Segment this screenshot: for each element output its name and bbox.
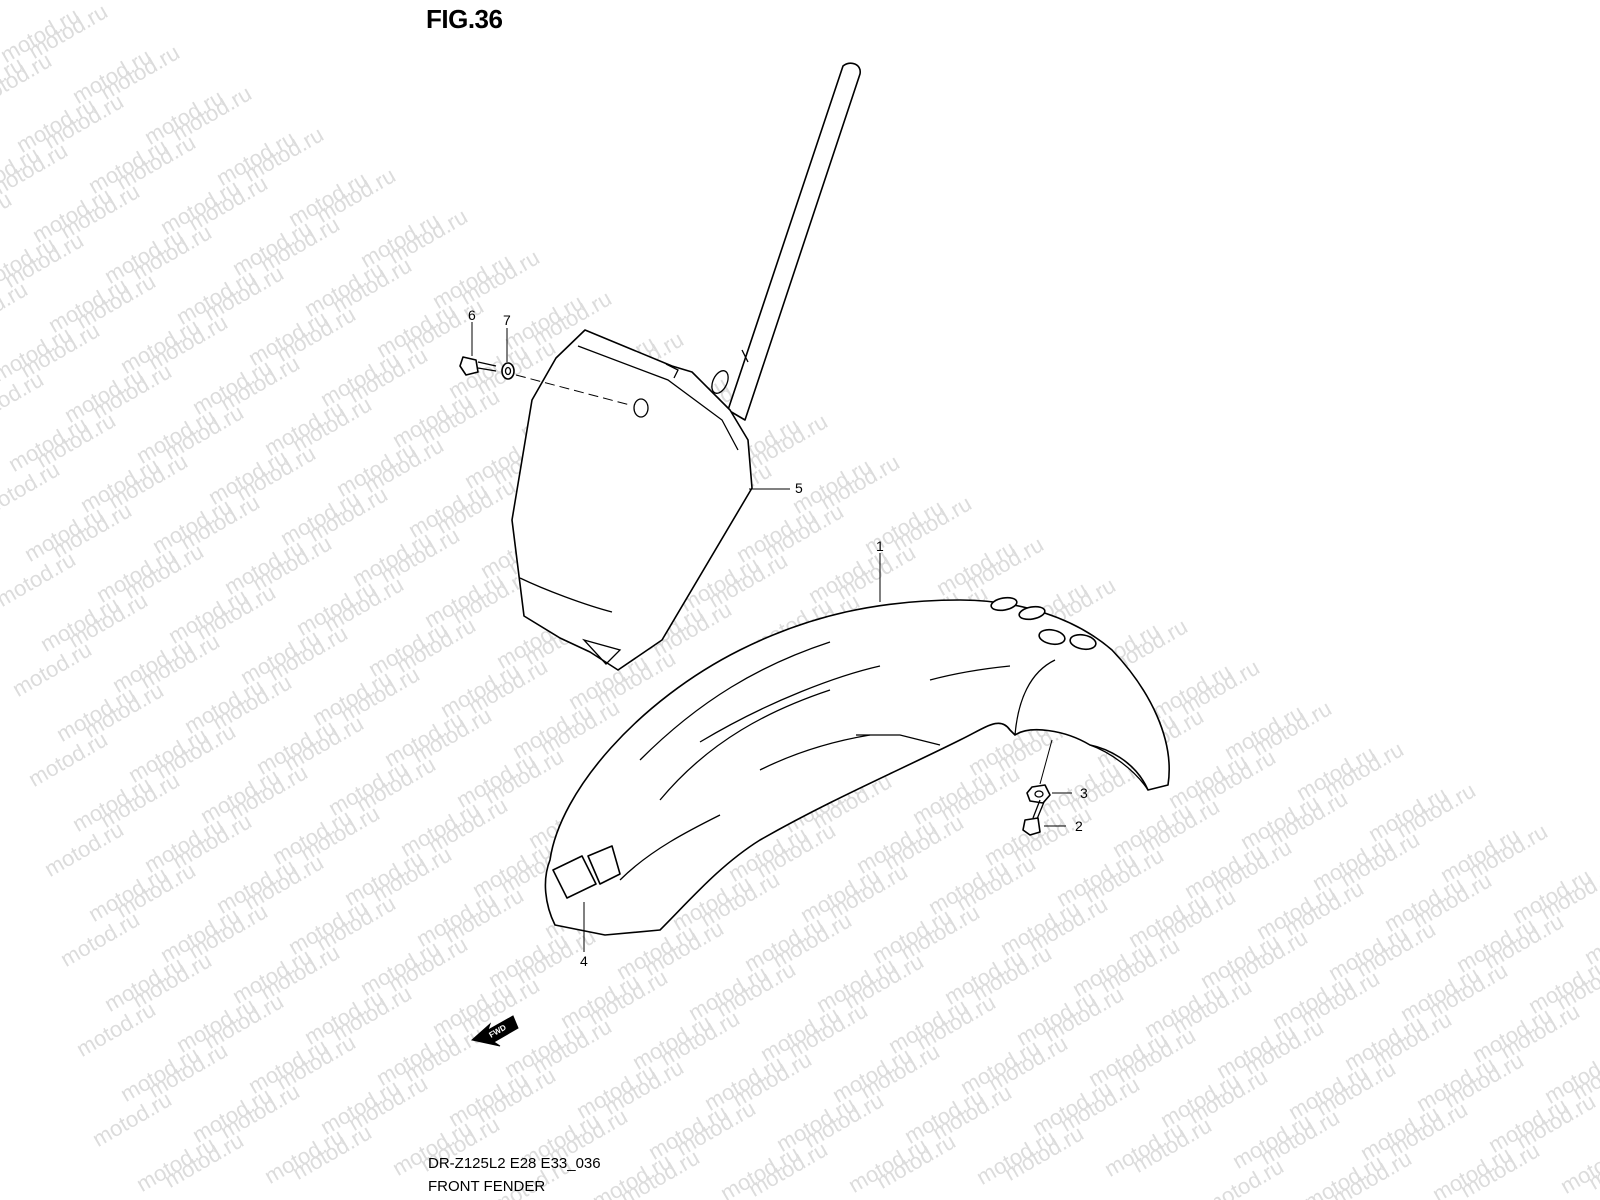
- callout-4: 4: [580, 953, 588, 969]
- front-fender: [544, 596, 1170, 952]
- callout-1: 1: [876, 538, 884, 554]
- fwd-arrow-icon: FWD: [470, 1015, 519, 1047]
- figure-code: DR-Z125L2 E28 E33_036: [428, 1155, 601, 1172]
- callout-6: 6: [468, 307, 476, 323]
- callout-7: 7: [503, 312, 511, 328]
- callout-5: 5: [795, 480, 803, 496]
- bolt-and-washer: [459, 322, 631, 406]
- callout-2: 2: [1075, 818, 1083, 834]
- callout-3: 3: [1080, 785, 1088, 801]
- figure-title: FIG.36: [426, 4, 503, 34]
- figure-name: FRONT FENDER: [428, 1178, 546, 1195]
- number-plate: [511, 62, 861, 671]
- nut-and-screw: [1022, 739, 1072, 836]
